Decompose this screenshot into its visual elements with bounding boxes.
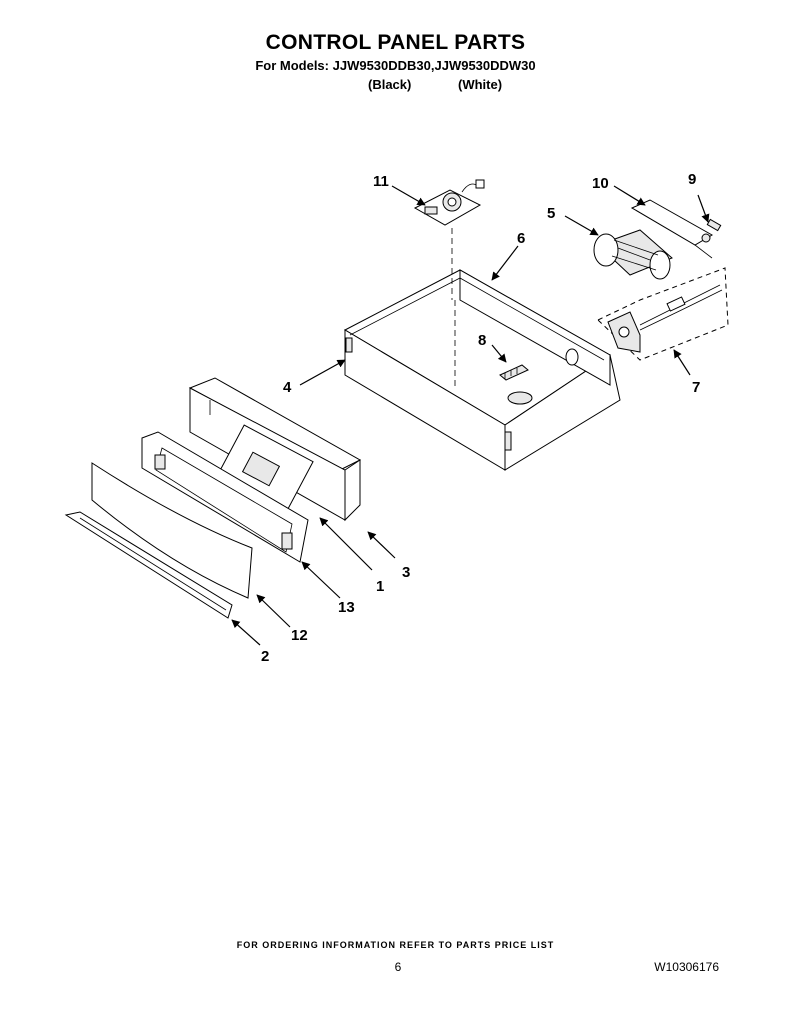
callout-9: 9 [688,171,696,188]
variant-black-label: (Black) [368,77,412,92]
variant-white-label: (White) [458,77,503,92]
callout-7: 7 [692,379,700,396]
control-panel-housing-part [188,377,362,522]
callout-10: 10 [592,175,609,192]
lower-trim-strip-part [64,511,233,619]
glass-panel-part [91,462,253,599]
callout-8: 8 [478,332,486,349]
callout-6: 6 [517,230,525,247]
callout-13: 13 [338,599,355,616]
page-number: 6 [394,960,402,974]
callout-2: 2 [261,648,269,665]
page-title: CONTROL PANEL PARTS [265,31,526,54]
control-box-tray-part [343,269,621,471]
leader-lines [231,185,710,646]
wire-harness-assembly-part [597,267,729,361]
callout-1: 1 [376,578,384,595]
callout-4: 4 [283,379,292,396]
callout-3: 3 [402,564,410,581]
callout-12: 12 [291,627,308,644]
callout-5: 5 [547,205,555,222]
blower-fan-part [593,229,673,280]
document-number: W10306176 [654,960,719,974]
callout-11: 11 [373,173,389,190]
ordering-note: FOR ORDERING INFORMATION REFER TO PARTS … [236,940,555,950]
electronic-module-part [413,179,485,300]
models-line: For Models: JJW9530DDB30,JJW9530DDW30 [255,58,536,73]
trim-frame-part [141,431,309,563]
screw-part [706,218,722,232]
terminal-block-part [499,364,529,381]
